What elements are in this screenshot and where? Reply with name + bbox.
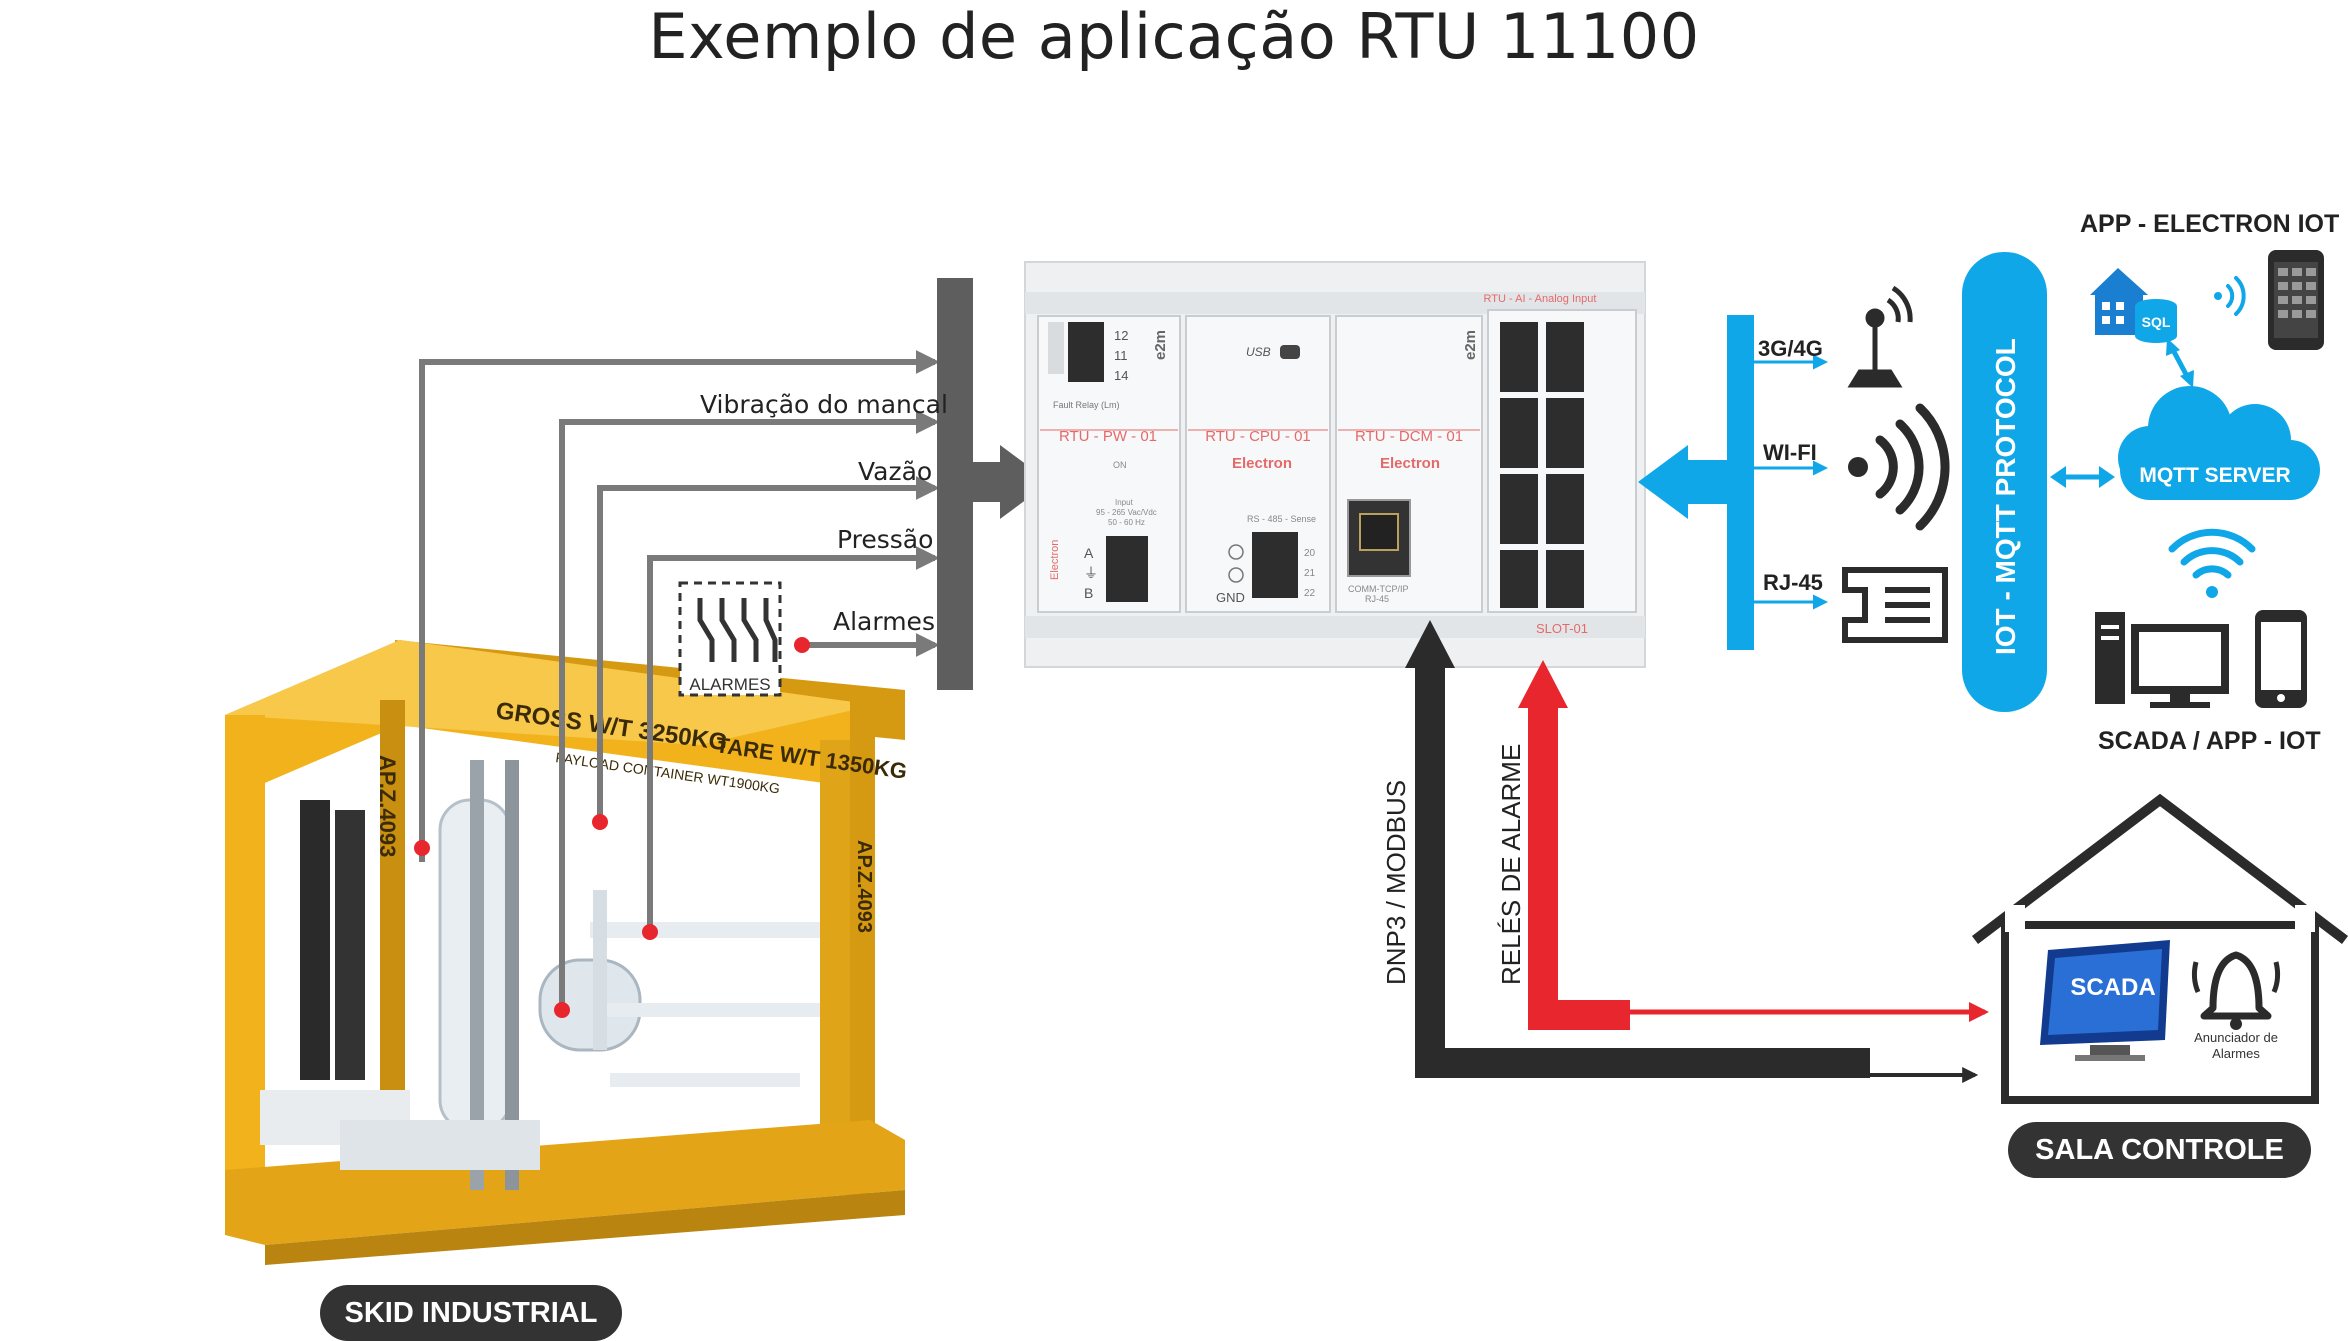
label-pressao: Pressão: [837, 525, 934, 554]
skid-code-right: AP.Z.4093: [853, 840, 875, 933]
dcm-brand: Electron: [1380, 455, 1440, 472]
sql-cloud-link: [2166, 338, 2194, 388]
sensor-line-pressao: [647, 546, 940, 932]
sensor-line-1: [419, 350, 940, 862]
sensor-lines: [419, 350, 940, 1012]
ai-terminals: [1500, 322, 1584, 608]
label-vazao: Vazão: [858, 457, 933, 486]
dnp3-label: DNP3 / MODBUS: [1381, 780, 1411, 985]
app-electron-iot-label: APP - ELECTRON IOT: [2080, 210, 2340, 238]
ai-slot: SLOT-01: [1536, 621, 1588, 636]
mqtt-protocol-bar: [1962, 252, 2047, 712]
sensor-dots: [414, 637, 810, 1018]
pw-logo: e2m: [1152, 330, 1169, 360]
scada-app-iot-label: SCADA / APP - IOT: [2098, 727, 2321, 755]
scada-label: SCADA: [2070, 974, 2155, 1001]
comm-bar: [1727, 315, 1754, 650]
comm-arrow: [1638, 445, 1727, 519]
pw-fault-relay: Fault Relay (Lm): [1053, 400, 1120, 410]
comm-bus: [1638, 315, 1828, 650]
cpu-rs485-terminal: [1252, 532, 1298, 598]
cpu-usb-label: USB: [1246, 345, 1271, 359]
rtu-device: RTU - PW - 01 RTU - CPU - 01 RTU - DCM -…: [1024, 261, 1646, 668]
pw-term-14: 14: [1114, 368, 1128, 383]
dcm-rj45: RJ-45: [1365, 594, 1389, 604]
desktop-computer-icon: [2095, 612, 2229, 708]
alarmes-box: ALARMES: [678, 581, 782, 697]
sensor-line-vazao: [597, 476, 940, 822]
skid-industrial-badge: SKID INDUSTRIAL: [320, 1285, 622, 1341]
sql-label: SQL: [2142, 314, 2171, 330]
label-wifi: WI-FI: [1763, 440, 1817, 465]
module-pw-name: RTU - PW - 01: [1059, 428, 1157, 445]
label-rj45: RJ-45: [1763, 570, 1823, 595]
annunciator-label-2: Alarmes: [2212, 1046, 2260, 1061]
cpu-pin-22: 22: [1304, 588, 1316, 599]
scada-monitor-icon: SCADA: [2040, 940, 2170, 1061]
cpu-rs485: RS - 485 - Sense: [1247, 514, 1316, 524]
page-title: Exemplo de aplicação RTU 11100: [648, 0, 1700, 73]
antenna-icon: [1847, 285, 1913, 388]
wifi-icon: [1848, 403, 1950, 531]
mqtt-protocol-label: IOT - MQTT PROTOCOL: [1990, 338, 2021, 655]
label-vibracao: Vibração do mancal: [700, 390, 948, 419]
input-collector-bar: [937, 278, 973, 690]
cpu-gnd: GND: [1216, 590, 1245, 605]
phone-app-icon: [2268, 250, 2324, 350]
pw-pin-ground: ⏚: [1084, 565, 1098, 581]
sensor-dot-vibracao: [554, 1002, 570, 1018]
pw-pin-a: A: [1084, 545, 1094, 561]
small-wifi-icon: [2214, 276, 2246, 316]
sala-controle-badge: SALA CONTROLE: [2008, 1122, 2311, 1178]
pw-freq: 50 - 60 Hz: [1108, 518, 1145, 527]
pw-voltage: 95 - 265 Vac/Vdc: [1096, 508, 1157, 517]
sensor-dot-alarmes: [794, 637, 810, 653]
cpu-brand: Electron: [1232, 455, 1292, 472]
dnp3-connection: [1405, 620, 1979, 1083]
label-3g4g: 3G/4G: [1758, 336, 1823, 361]
sensor-dot-pressao: [642, 924, 658, 940]
module-cpu-name: RTU - CPU - 01: [1205, 428, 1311, 445]
module-dcm-name: RTU - DCM - 01: [1355, 428, 1463, 445]
skid-illustration: GROSS W/T 3250KG TARE W/T 1350KG PAYLOAD…: [225, 640, 909, 1265]
dcm-comm: COMM-TCP/IP: [1348, 584, 1409, 594]
reles-label: RELÉS DE ALARME: [1496, 744, 1526, 985]
sensor-dot-1: [414, 840, 430, 856]
mqtt-server-link: [2050, 466, 2115, 488]
sensor-line-vibracao: [559, 410, 940, 1012]
annunciator-label: Anunciador de: [2194, 1030, 2278, 1045]
mqtt-server-label: MQTT SERVER: [2139, 464, 2290, 487]
module-ai-header: RTU - AI - Analog Input: [1484, 293, 1597, 305]
pw-pin-b: B: [1084, 585, 1093, 601]
cpu-pin-21: 21: [1304, 568, 1316, 579]
pw-relay-terminal: [1068, 322, 1104, 382]
pw-term-11: 11: [1114, 348, 1128, 363]
pw-power-terminal: [1106, 536, 1148, 602]
sensor-dot-vazao: [592, 814, 608, 830]
mobile-phone-icon: [2255, 610, 2307, 708]
dcm-logo: e2m: [1462, 330, 1479, 360]
rj45-connector-icon: [1842, 567, 1948, 643]
pw-term-12: 12: [1114, 328, 1128, 343]
cpu-pin-20: 20: [1304, 548, 1316, 559]
input-arrow: [973, 445, 1050, 519]
skid-code-left: AP.Z.4093: [375, 755, 400, 857]
pw-input: Input: [1115, 498, 1134, 507]
scada-wifi-icon: [2168, 528, 2256, 598]
mqtt-server-cloud: [2118, 386, 2320, 500]
alarm-bell-icon: [2191, 951, 2281, 1030]
pw-brand-vertical: Electron: [1049, 540, 1061, 580]
usb-port: [1280, 345, 1300, 359]
reles-connection: [1518, 660, 1989, 1030]
alarmes-box-label: ALARMES: [689, 675, 770, 694]
label-alarmes: Alarmes: [833, 607, 935, 636]
pw-on: ON: [1113, 460, 1127, 470]
building-sql-icon: SQL: [2090, 268, 2177, 343]
